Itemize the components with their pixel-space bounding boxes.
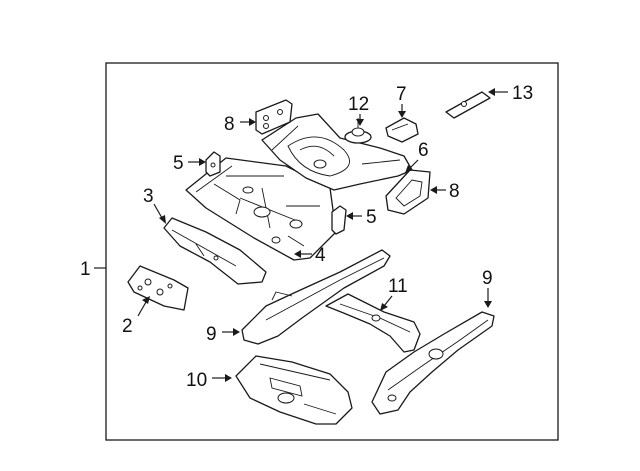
part-bracket-5-upper [205,151,221,177]
callout-7: 7 [396,84,407,105]
part-rail-9-left [241,249,391,345]
callout-1: 1 [80,259,91,280]
callout-5-upper: 5 [173,153,184,174]
part-cross-brace-11 [325,293,421,353]
part-reinforcement-13 [445,91,491,119]
assembly-frame [105,62,559,441]
callout-9-left: 9 [206,324,217,345]
part-bracket-plate-2 [127,265,189,311]
part-bracket-8-upper [255,99,293,135]
callout-11: 11 [388,276,408,297]
part-plug-12 [344,118,372,144]
part-rear-panel-10 [235,355,353,425]
part-rear-floor-pan [185,157,337,261]
part-rail-9-right [371,311,495,415]
callout-12: 12 [348,94,369,115]
part-cross-member-3 [163,217,267,285]
callout-4: 4 [315,245,326,266]
callout-9-right: 9 [482,268,493,289]
callout-2: 2 [122,316,133,337]
callout-5-right: 5 [366,207,377,228]
part-bracket-5-right [331,205,347,235]
callout-8-upper: 8 [224,114,235,135]
callout-10: 10 [186,370,207,391]
callout-6: 6 [418,140,429,161]
callout-13: 13 [512,83,533,104]
part-bracket-7 [385,117,419,143]
callout-8-right: 8 [449,181,460,202]
callout-3: 3 [143,186,154,207]
part-spare-tire-well [261,113,413,191]
